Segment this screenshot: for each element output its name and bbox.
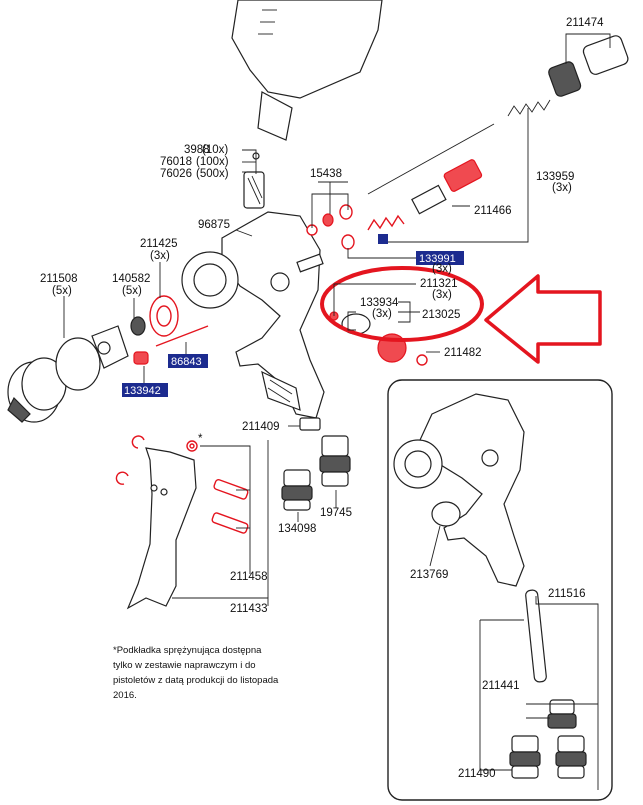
air-cap	[7, 357, 67, 423]
label-211321-qty: (3x)	[432, 289, 452, 301]
label-211321: 211321	[420, 278, 458, 290]
gun-body	[181, 211, 325, 419]
inset-fitting-b	[509, 735, 541, 779]
label-133959: 133959	[536, 171, 574, 183]
label-asterisk: *	[198, 433, 203, 445]
trigger-clips	[115, 435, 198, 485]
label-133934: 133934	[360, 297, 399, 309]
label-133991-qty: (3x)	[432, 263, 452, 275]
highlight-133991	[416, 251, 464, 265]
trigger-pins	[211, 478, 249, 534]
label-211425-qty: (3x)	[150, 250, 170, 262]
label-133959-qty: (3x)	[552, 182, 572, 194]
label-3988: 3988	[184, 144, 210, 156]
label-211474: 211474	[566, 17, 604, 29]
red-seals-15438	[306, 204, 355, 250]
leader-lines	[63, 33, 611, 790]
label-211409: 211409	[242, 421, 280, 433]
blue-marker	[378, 234, 388, 244]
footnote-line-2: tylko w zestawie naprawczym i do	[113, 660, 256, 671]
label-211441: 211441	[482, 680, 520, 692]
fitting-19745	[319, 435, 351, 487]
red-pin	[133, 325, 209, 365]
red-spring	[367, 214, 405, 231]
inset-box	[387, 379, 613, 801]
footnote-line-1: *Podkładka sprężynująca dostępna	[113, 645, 262, 656]
label-211425: 211425	[140, 238, 178, 250]
highlight-arrow	[484, 274, 602, 364]
label-19745: 19745	[320, 507, 352, 519]
nozzle	[91, 325, 129, 369]
highlight-133942	[122, 383, 168, 397]
inset-gun-body	[393, 393, 525, 587]
label-76018: 76018	[160, 156, 192, 168]
label-96875: 96875	[198, 219, 230, 231]
highlight-ellipse	[320, 266, 484, 342]
label-15438: 15438	[310, 168, 342, 180]
label-140582-qty: (5x)	[122, 285, 142, 297]
red-air-distributor	[149, 295, 179, 337]
adjustment-knob	[548, 35, 629, 97]
label-211466: 211466	[474, 205, 512, 217]
label-134098: 134098	[278, 523, 316, 535]
spring	[507, 99, 551, 117]
black-nut	[130, 316, 146, 336]
label-213769: 213769	[410, 569, 448, 581]
label-211516: 211516	[548, 588, 586, 600]
paint-cup	[231, 0, 383, 141]
label-86843: 86843	[171, 356, 202, 368]
fitting-134098	[281, 469, 313, 511]
label-211490: 211490	[458, 768, 496, 780]
label-211433: 211433	[230, 603, 268, 615]
label-211508-qty: (5x)	[52, 285, 72, 297]
footnote-line-4: 2016.	[113, 690, 137, 701]
label-140582: 140582	[112, 273, 150, 285]
filter-part	[243, 152, 265, 209]
inset-fitting-a	[547, 699, 577, 729]
seal-ring	[55, 337, 101, 391]
label-3988-qty: (10x)	[202, 144, 228, 156]
label-133991: 133991	[419, 253, 456, 265]
label-76018-qty: (100x)	[196, 156, 229, 168]
highlight-86843	[168, 354, 208, 368]
label-133942: 133942	[124, 385, 161, 397]
label-213025: 213025	[422, 309, 460, 321]
label-76026-qty: (500x)	[196, 168, 229, 180]
part-labels: 211474 3988 (10x) 76018 (100x) 76026 (50…	[40, 17, 604, 780]
label-211508: 211508	[40, 273, 78, 285]
trigger	[126, 447, 197, 610]
label-211482: 211482	[444, 347, 482, 359]
fitting-211409	[299, 417, 321, 431]
label-211458: 211458	[230, 571, 268, 583]
footnote: *Podkładka sprężynująca dostępna tylko w…	[113, 643, 313, 703]
inset-fitting-c	[555, 735, 587, 779]
footnote-line-3: pistoletów z datą produkcji do listopada	[113, 675, 279, 686]
needle-assembly	[367, 123, 495, 215]
inset-tube-211441	[525, 589, 547, 683]
inset-seal-213769	[431, 501, 461, 527]
label-133934-qty: (3x)	[372, 308, 392, 320]
label-76026: 76026	[160, 168, 192, 180]
